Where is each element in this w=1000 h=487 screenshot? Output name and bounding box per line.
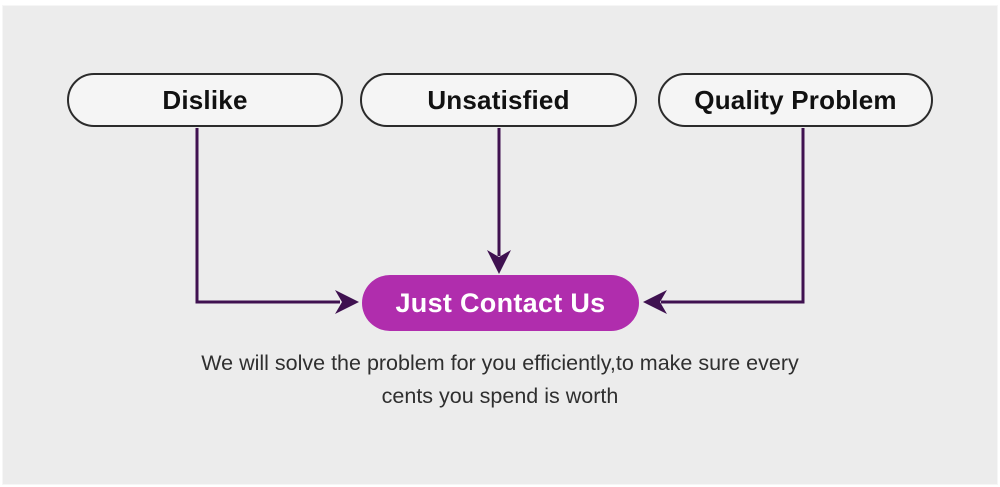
- reason-label-unsatisfied: Unsatisfied: [427, 84, 570, 115]
- just-contact-us-button[interactable]: Just Contact Us: [362, 275, 639, 331]
- reason-pill-unsatisfied: Unsatisfied: [360, 73, 637, 127]
- arrow-unsatisfied-to-contact: [487, 128, 511, 274]
- reason-label-quality-problem: Quality Problem: [694, 84, 897, 115]
- reason-pill-dislike: Dislike: [67, 73, 343, 127]
- caption-text: We will solve the problem for you effici…: [0, 347, 1000, 413]
- just-contact-us-label: Just Contact Us: [395, 287, 606, 318]
- reason-pill-quality-problem: Quality Problem: [658, 73, 933, 127]
- caption-line-2: cents you spend is worth: [381, 384, 619, 408]
- arrow-dislike-to-contact: [195, 128, 359, 314]
- reason-label-dislike: Dislike: [162, 84, 248, 115]
- caption-line-1: We will solve the problem for you effici…: [201, 351, 799, 375]
- arrow-quality-to-contact: [643, 128, 805, 314]
